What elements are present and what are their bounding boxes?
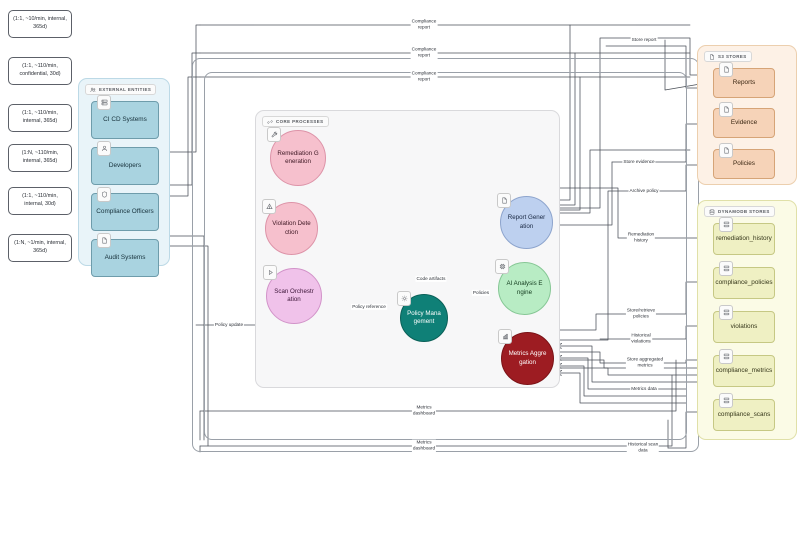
store-label: compliance_scans [717, 411, 771, 418]
users-icon [90, 87, 96, 92]
entity-label: Audit Systems [104, 254, 146, 261]
warning-icon [262, 199, 276, 214]
store-label: violations [730, 323, 758, 330]
process-ai-analysis-engine[interactable]: AI Analysis Engine [495, 259, 551, 315]
play-icon [263, 265, 277, 280]
process-remediation-generation[interactable]: Remediation Generation [267, 127, 326, 186]
store-ddb-violations[interactable]: violations [713, 305, 775, 343]
document-icon [719, 143, 733, 158]
cpu-icon [495, 259, 509, 274]
entity-audit-systems[interactable]: Audit Systems [91, 233, 159, 277]
database-icon [719, 217, 733, 232]
el-compliance-report-1: Compliance report [410, 18, 438, 32]
el-archive-policy: Archive policy [628, 187, 660, 195]
legend-chip: (1:1, ~10/min, internal, 365d) [8, 10, 72, 38]
database-icon [719, 261, 733, 276]
store-ddb-remediation-history[interactable]: remediation_history [713, 217, 775, 255]
outer-boundary-2 [204, 72, 687, 440]
el-historical-scan-data: Historical scan data [626, 441, 660, 455]
panel-header-core-processes: CORE PROCESSES [262, 116, 329, 127]
el-policy-reference: Policy reference [351, 303, 387, 311]
database-icon [719, 305, 733, 320]
database-icon [719, 393, 733, 408]
el-store-report: Store report [630, 36, 658, 44]
el-code-artifacts: Code artifacts [415, 275, 447, 283]
panel-title: DYNAMODB STORES [718, 209, 770, 214]
store-s3-reports[interactable]: Reports [713, 62, 775, 98]
document-icon [710, 53, 714, 60]
shield-icon [97, 187, 111, 202]
process-scan-orchestration[interactable]: Scan Orchestration [263, 265, 322, 324]
legend-chip: (1:1, ~110/min, internal, 365d) [8, 104, 72, 132]
process-label: Metrics Aggregation [508, 350, 547, 366]
process-label: Remediation Generation [277, 149, 319, 165]
store-ddb-compliance-scans[interactable]: compliance_scans [713, 393, 775, 431]
legend-chip: (1:1, ~110/min, confidential, 30d) [8, 57, 72, 85]
el-compliance-report-2: Compliance report [410, 46, 438, 60]
store-s3-evidence[interactable]: Evidence [713, 102, 775, 138]
wrench-icon [267, 127, 281, 142]
el-policies: Policies [471, 289, 491, 297]
process-label: Report Generation [507, 214, 546, 230]
user-icon [97, 141, 111, 156]
store-ddb-compliance-policies[interactable]: compliance_policies [713, 261, 775, 299]
entity-label: CI CD Systems [103, 116, 147, 123]
process-label: Scan Orchestration [274, 287, 314, 303]
panel-title: S3 STORES [718, 54, 747, 59]
panel-header-dynamodb-stores: DYNAMODB STORES [704, 206, 775, 217]
server-icon [97, 95, 111, 110]
entity-ci-cd-systems[interactable]: CI CD Systems [91, 95, 159, 139]
store-label: compliance_metrics [715, 367, 773, 374]
el-store-aggregated-metrics: Store aggregated metrics [625, 356, 665, 370]
legend-chip: (1:N, ~110/min, internal, 365d) [8, 144, 72, 172]
panel-title: EXTERNAL ENTITIES [99, 87, 152, 92]
database-icon [709, 208, 715, 215]
process-policy-management[interactable]: Policy Management [397, 291, 448, 342]
document-icon [719, 102, 733, 117]
legend-chip: (1:1, ~110/min, internal, 30d) [8, 187, 72, 215]
document-icon [719, 62, 733, 77]
entity-label: Developers [108, 162, 142, 169]
process-metrics-aggregation[interactable]: Metrics Aggregation [498, 329, 554, 385]
el-metrics-dashboard-1: Metrics dashboard [411, 404, 437, 418]
gear-icon [397, 291, 411, 306]
gear-link-icon [267, 119, 273, 124]
store-s3-policies[interactable]: Policies [713, 143, 775, 179]
store-label: Policies [732, 160, 756, 167]
store-label: Evidence [730, 119, 758, 126]
panel-title: CORE PROCESSES [276, 119, 324, 124]
panel-s3-stores: S3 STORES Reports Evidence [697, 45, 797, 185]
el-store-evidence: Store evidence [622, 158, 656, 166]
process-violation-detection[interactable]: Violation Detection [262, 199, 318, 255]
process-label: Violation Detection [272, 220, 311, 236]
process-label: Policy Management [407, 309, 441, 325]
entity-developers[interactable]: Developers [91, 141, 159, 185]
database-icon [719, 349, 733, 364]
panel-dynamodb-stores: DYNAMODB STORES remediation_history comp… [697, 200, 797, 440]
el-remediation-history: Remediation history [626, 231, 656, 245]
document-icon [97, 233, 111, 248]
chart-icon [498, 329, 512, 344]
el-policy-update: Policy update [213, 321, 245, 329]
store-label: compliance_policies [715, 279, 773, 286]
el-store-retrieve-policies: Store/retrieve policies [625, 307, 657, 321]
el-metrics-data: Metrics data [630, 385, 658, 393]
store-label: Reports [732, 79, 756, 86]
process-report-generation[interactable]: Report Generation [497, 193, 553, 249]
panel-header-external-entities: EXTERNAL ENTITIES [85, 84, 157, 95]
entity-label: Compliance Officers [96, 208, 154, 215]
entity-compliance-officers[interactable]: Compliance Officers [91, 187, 159, 231]
process-label: AI Analysis Engine [506, 280, 543, 296]
el-historical-violations: Historical violations [630, 332, 652, 346]
el-compliance-report-3: Compliance report [410, 70, 438, 84]
store-label: remediation_history [716, 235, 772, 242]
el-metrics-dashboard-2: Metrics dashboard [411, 439, 437, 453]
panel-header-s3-stores: S3 STORES [704, 51, 752, 62]
panel-external-entities: EXTERNAL ENTITIES CI CD Systems Deve [78, 78, 170, 277]
legend-chip: (1:N, ~1/min, internal, 365d) [8, 234, 72, 262]
document-icon [497, 193, 511, 208]
store-ddb-compliance-metrics[interactable]: compliance_metrics [713, 349, 775, 387]
